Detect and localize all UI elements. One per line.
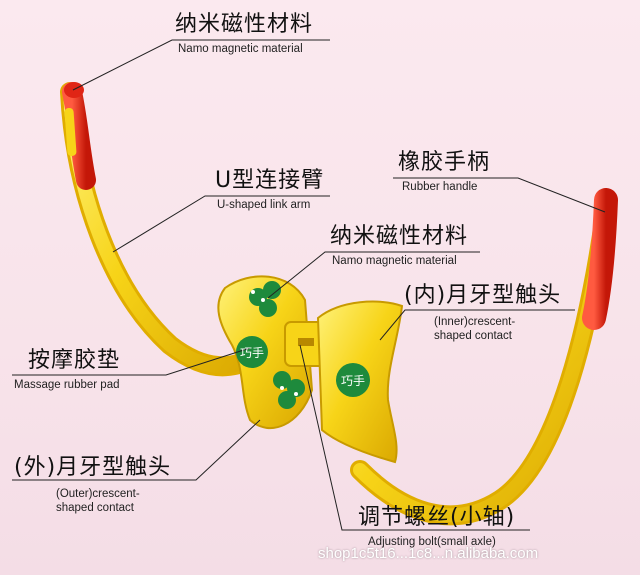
callout-mid-magnetic-zh: 纳米磁性材料 [330,224,469,249]
logo-text-right: 巧手 [341,374,365,388]
callout-adjusting-bolt-en: Adjusting bolt(small axle) [368,536,496,548]
callout-outer-contact-zh: (外)月牙型触头 [14,455,172,480]
callout-massage-pad: 按摩胶垫 Massage rubber pad [14,348,121,392]
logo-badge-right [336,363,370,397]
callout-mid-magnetic-en: Namo magnetic material [332,255,457,267]
logo-text-left: 巧手 [240,346,264,360]
green-pad-bottom [273,371,305,409]
callout-outer-contact-en-1: (Outer)crescent- [56,488,140,500]
callout-massage-pad-zh: 按摩胶垫 [28,348,121,373]
leader-lines [12,39,606,531]
callout-top-magnetic-zh: 纳米磁性材料 [175,12,314,37]
callout-rubber-handle: 橡胶手柄 Rubber handle [398,150,490,194]
left-red-tip [62,82,96,190]
callout-adjusting-bolt: 调节螺丝(小轴) Adjusting bolt(small axle) [358,505,515,549]
callout-top-magnetic: 纳米磁性材料 Namo magnetic material [175,12,313,56]
callout-inner-contact-zh: (内)月牙型触头 [404,283,562,308]
callout-top-magnetic-en: Namo magnetic material [178,43,303,55]
callout-adjusting-bolt-zh: 调节螺丝(小轴) [358,505,516,530]
callout-rubber-handle-zh: 橡胶手柄 [398,150,491,175]
right-red-handle [582,188,618,330]
callout-massage-pad-en: Massage rubber pad [14,379,120,391]
callout-inner-contact: (内)月牙型触头 (Inner)crescent- shaped contact [404,283,561,343]
callout-u-arm-zh: U型连接臂 [215,168,325,193]
callout-u-arm: U型连接臂 U-shaped link arm [215,168,324,212]
logo-badge-left [236,336,268,368]
callout-inner-contact-en-2: shaped contact [434,330,513,342]
callout-outer-contact-en-2: shaped contact [56,502,135,514]
callout-rubber-handle-en: Rubber handle [402,181,478,193]
callout-u-arm-en: U-shaped link arm [217,199,311,211]
callout-mid-magnetic: 纳米磁性材料 Namo magnetic material [330,224,468,268]
callout-inner-contact-en-1: (Inner)crescent- [434,316,516,328]
callout-outer-contact: (外)月牙型触头 (Outer)crescent- shaped contact [14,455,171,515]
shop-watermark: shop1c5t16...1c8...n.alibaba.com [318,545,539,562]
